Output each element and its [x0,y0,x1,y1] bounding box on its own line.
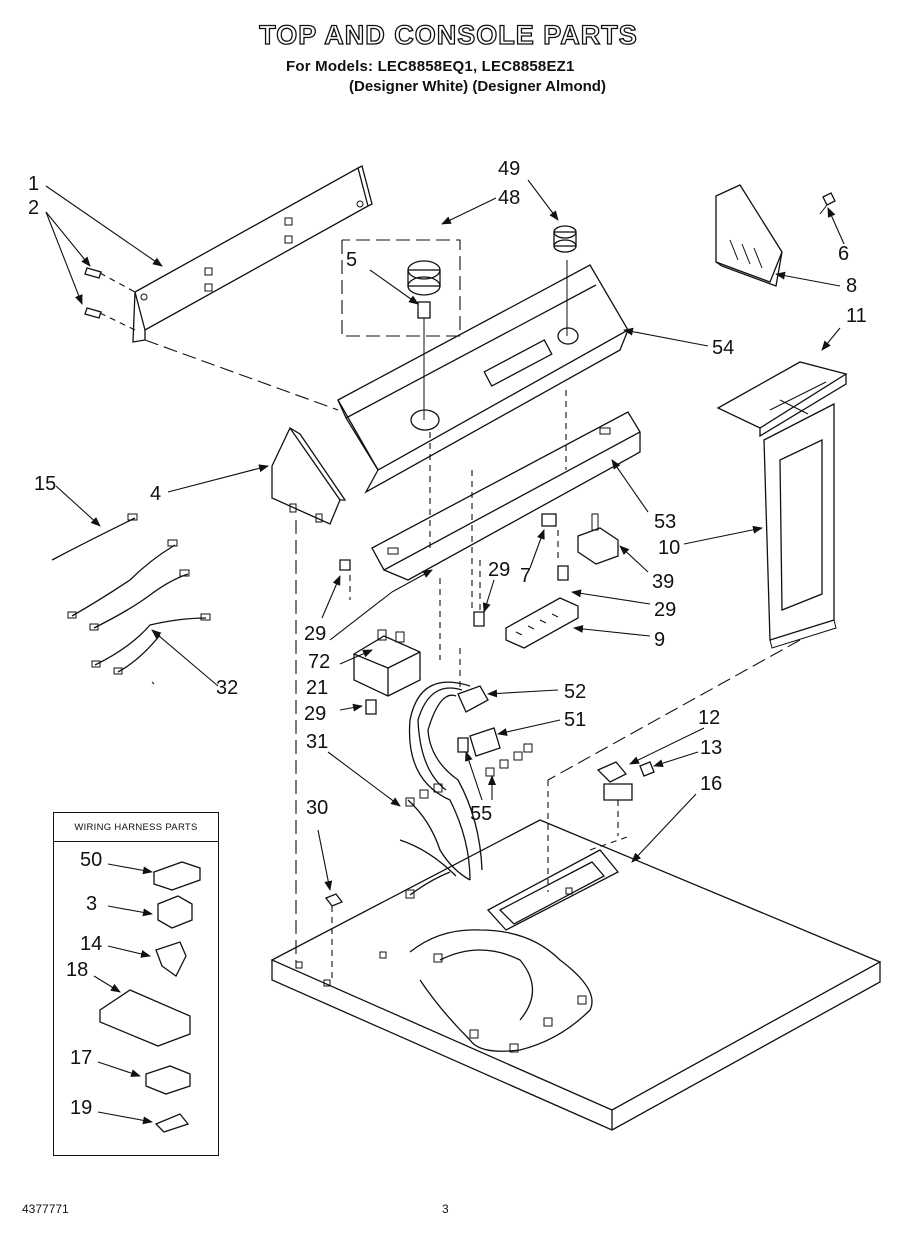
part-13 [639,761,655,777]
screw-pair [84,267,136,331]
part-19 [154,1113,190,1133]
callout-55: 55 [470,803,492,825]
wiring-harness-inset: WIRING HARNESS PARTS [53,812,219,1156]
callout-21: 21 [306,677,328,699]
part-18 [99,989,191,1047]
small-clip [541,513,557,527]
callout-6: 6 [838,243,849,265]
callout-1: 1 [28,173,39,195]
callout-4: 4 [150,483,161,505]
part-14 [155,941,187,977]
side-bracket [715,184,836,287]
callout-32: 32 [216,677,238,699]
console-panel [337,264,629,494]
callout-8: 8 [846,275,857,297]
terminal-block [505,597,579,649]
console-frame [371,411,641,581]
part-50 [153,861,201,891]
page-title: TOP AND CONSOLE PARTS [259,19,638,50]
callout-7: 7 [520,565,531,587]
callout-15: 15 [34,473,56,495]
callout-12: 12 [698,707,720,729]
inset-parts [99,861,201,1133]
callout-10: 10 [658,537,680,559]
lint-filter-housing [763,402,837,649]
panel-wire-harness [409,929,593,1053]
callout-72: 72 [308,651,330,673]
callout-29-a: 29 [488,559,510,581]
callout-3: 3 [86,893,97,915]
top-panel [270,819,882,1131]
callout-18: 18 [66,959,88,981]
callout-19: 19 [70,1097,92,1119]
models-line: For Models: LEC8858EQ1, LEC8858EZ1 [286,58,575,75]
knob-assembly [341,239,461,420]
console-end-cap [271,426,347,525]
colors-line: (Designer White) (Designer Almond) [349,78,606,95]
console-rear-bracket [132,165,373,343]
callout-54: 54 [712,337,734,359]
inset-title: WIRING HARNESS PARTS [54,813,218,842]
callout-11: 11 [846,305,867,327]
control-knob [553,225,577,336]
callout-14: 14 [80,933,102,955]
part-30 [324,893,344,907]
callout-29-b: 29 [654,599,676,621]
wire-harness-left [51,513,211,675]
callout-52: 52 [564,681,586,703]
footer-part-number: 4377771 [22,1202,69,1216]
callout-51: 51 [564,709,586,731]
callout-16: 16 [700,773,722,795]
assembly-lines [144,339,801,980]
callout-5: 5 [346,249,357,271]
part-17 [145,1065,191,1095]
part-12-base [603,783,633,801]
callout-labels: 1 2 49 48 5 6 8 11 54 15 4 53 10 39 7 29… [28,158,867,1119]
callout-39: 39 [652,571,674,593]
push-to-start-switch [577,513,619,565]
callout-9: 9 [654,629,665,651]
callout-29-d: 29 [304,703,326,725]
leader-lines [45,179,845,1125]
bracket-51 [469,727,501,757]
screws [339,559,569,753]
part-3 [157,895,193,929]
part-12 [596,761,628,783]
callout-48: 48 [498,187,520,209]
callout-49: 49 [498,158,520,180]
main-wire-harness [399,681,533,899]
connector-52 [457,685,489,713]
callout-30: 30 [306,797,328,819]
callout-29-c: 29 [304,623,326,645]
callout-2: 2 [28,197,39,219]
callout-50: 50 [80,849,102,871]
lint-screen-cover [716,361,848,438]
timer-motor [353,629,421,697]
callout-17: 17 [70,1047,92,1069]
callout-13: 13 [700,737,722,759]
callout-53: 53 [654,511,676,533]
callout-31: 31 [306,731,328,753]
footer-page-number: 3 [442,1202,449,1216]
